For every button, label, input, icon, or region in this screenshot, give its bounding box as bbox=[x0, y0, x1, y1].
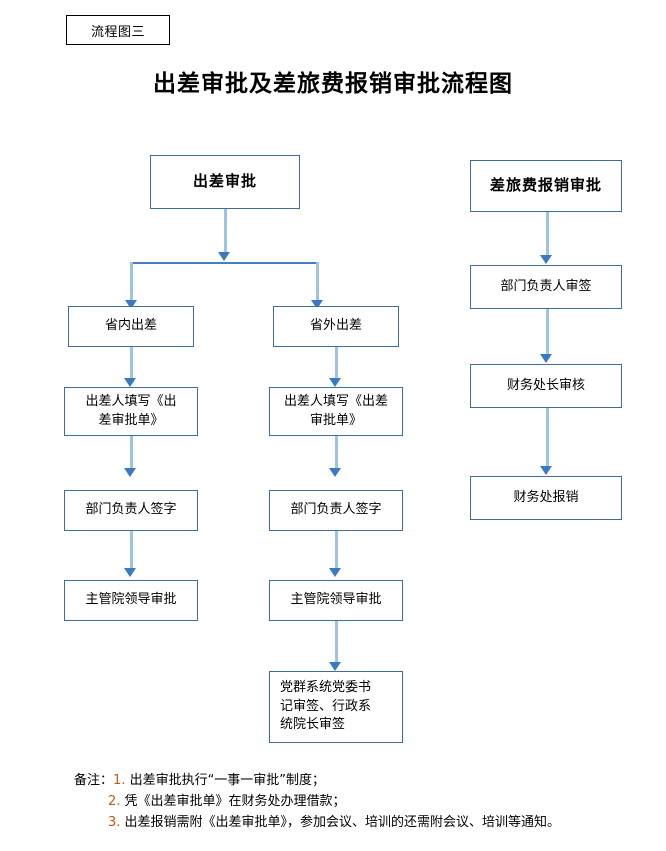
diagram-tag-box: 流程图三 bbox=[66, 15, 170, 45]
node-middle-step-1: 省外出差 bbox=[273, 306, 399, 347]
node-left-step-1: 省内出差 bbox=[68, 306, 194, 347]
connector-split-left-drop bbox=[130, 262, 133, 306]
arrow-head-middle-4-5 bbox=[329, 662, 341, 671]
footer-notes: 备注：1. 出差审批执行“一事一审批”制度； 2. 凭《出差审批单》在财务处办理… bbox=[74, 770, 560, 833]
note-number-2: 2. bbox=[108, 794, 121, 809]
arrow-head-left-3-4 bbox=[124, 568, 136, 577]
note-text-3: 出差报销需附《出差审批单》，参加会议、培训的还需附会议、培训等通知。 bbox=[124, 815, 561, 830]
node-middle-step-3: 部门负责人签字 bbox=[269, 490, 403, 531]
connector-middle-4-5 bbox=[334, 621, 338, 667]
node-middle-step-4: 主管院领导审批 bbox=[269, 580, 403, 621]
arrow-head-header-stem bbox=[218, 252, 230, 261]
arrow-head-middle-3-4 bbox=[329, 568, 341, 577]
connector-split-bar bbox=[131, 262, 317, 264]
arrow-head-left-1-2 bbox=[124, 378, 136, 387]
connector-left-2-3 bbox=[129, 436, 133, 473]
arrow-head-split-left bbox=[125, 300, 137, 309]
node-left-step-3: 部门负责人签字 bbox=[64, 490, 198, 531]
note-text-1: 出差审批执行“一事一审批”制度； bbox=[129, 773, 326, 788]
note-number-3: 3. bbox=[108, 815, 121, 830]
node-expense-reimbursement-header: 差旅费报销审批 bbox=[470, 160, 622, 212]
connector-right-2-3 bbox=[545, 408, 549, 470]
notes-label: 备注： bbox=[74, 773, 114, 788]
note-item-1: 备注：1. 出差审批执行“一事一审批”制度； bbox=[74, 770, 560, 791]
arrow-head-split-right bbox=[311, 300, 323, 309]
node-business-trip-approval-header: 出差审批 bbox=[150, 155, 300, 209]
connector-left-3-4 bbox=[129, 531, 133, 573]
note-number-1: 1. bbox=[113, 773, 126, 788]
connector-right-header-1 bbox=[545, 212, 549, 260]
node-right-step-3: 财务处报销 bbox=[470, 476, 622, 520]
arrow-head-right-2-3 bbox=[540, 466, 552, 475]
note-item-2: 2. 凭《出差审批单》在财务处办理借款； bbox=[74, 791, 560, 812]
node-right-step-1: 部门负责人审签 bbox=[470, 265, 622, 309]
connector-right-1-2 bbox=[545, 309, 549, 359]
connector-header-stem bbox=[223, 209, 227, 255]
node-left-step-4: 主管院领导审批 bbox=[64, 580, 198, 621]
connector-split-right-drop bbox=[316, 262, 319, 306]
node-right-step-2: 财务处长审核 bbox=[470, 364, 622, 408]
connector-left-1-2 bbox=[129, 347, 133, 383]
diagram-tag-label: 流程图三 bbox=[90, 24, 145, 40]
arrow-head-middle-1-2 bbox=[329, 378, 341, 387]
arrow-head-right-1-2 bbox=[540, 354, 552, 363]
arrow-head-middle-2-3 bbox=[329, 468, 341, 477]
node-left-step-2: 出差人填写《出 差审批单》 bbox=[64, 387, 198, 436]
note-item-3: 3. 出差报销需附《出差审批单》，参加会议、培训的还需附会议、培训等通知。 bbox=[74, 812, 560, 833]
arrow-head-left-2-3 bbox=[124, 468, 136, 477]
arrow-head-right-header-1 bbox=[540, 255, 552, 264]
connector-middle-3-4 bbox=[334, 531, 338, 573]
node-middle-step-5: 党群系统党委书 记审签、行政系 统院长审签 bbox=[269, 671, 403, 743]
connector-middle-2-3 bbox=[334, 436, 338, 473]
connector-middle-1-2 bbox=[334, 347, 338, 383]
node-middle-step-2: 出差人填写《出差 审批单》 bbox=[269, 387, 403, 436]
page-title: 出差审批及差旅费报销审批流程图 bbox=[153, 70, 513, 97]
note-text-2: 凭《出差审批单》在财务处办理借款； bbox=[124, 794, 346, 809]
